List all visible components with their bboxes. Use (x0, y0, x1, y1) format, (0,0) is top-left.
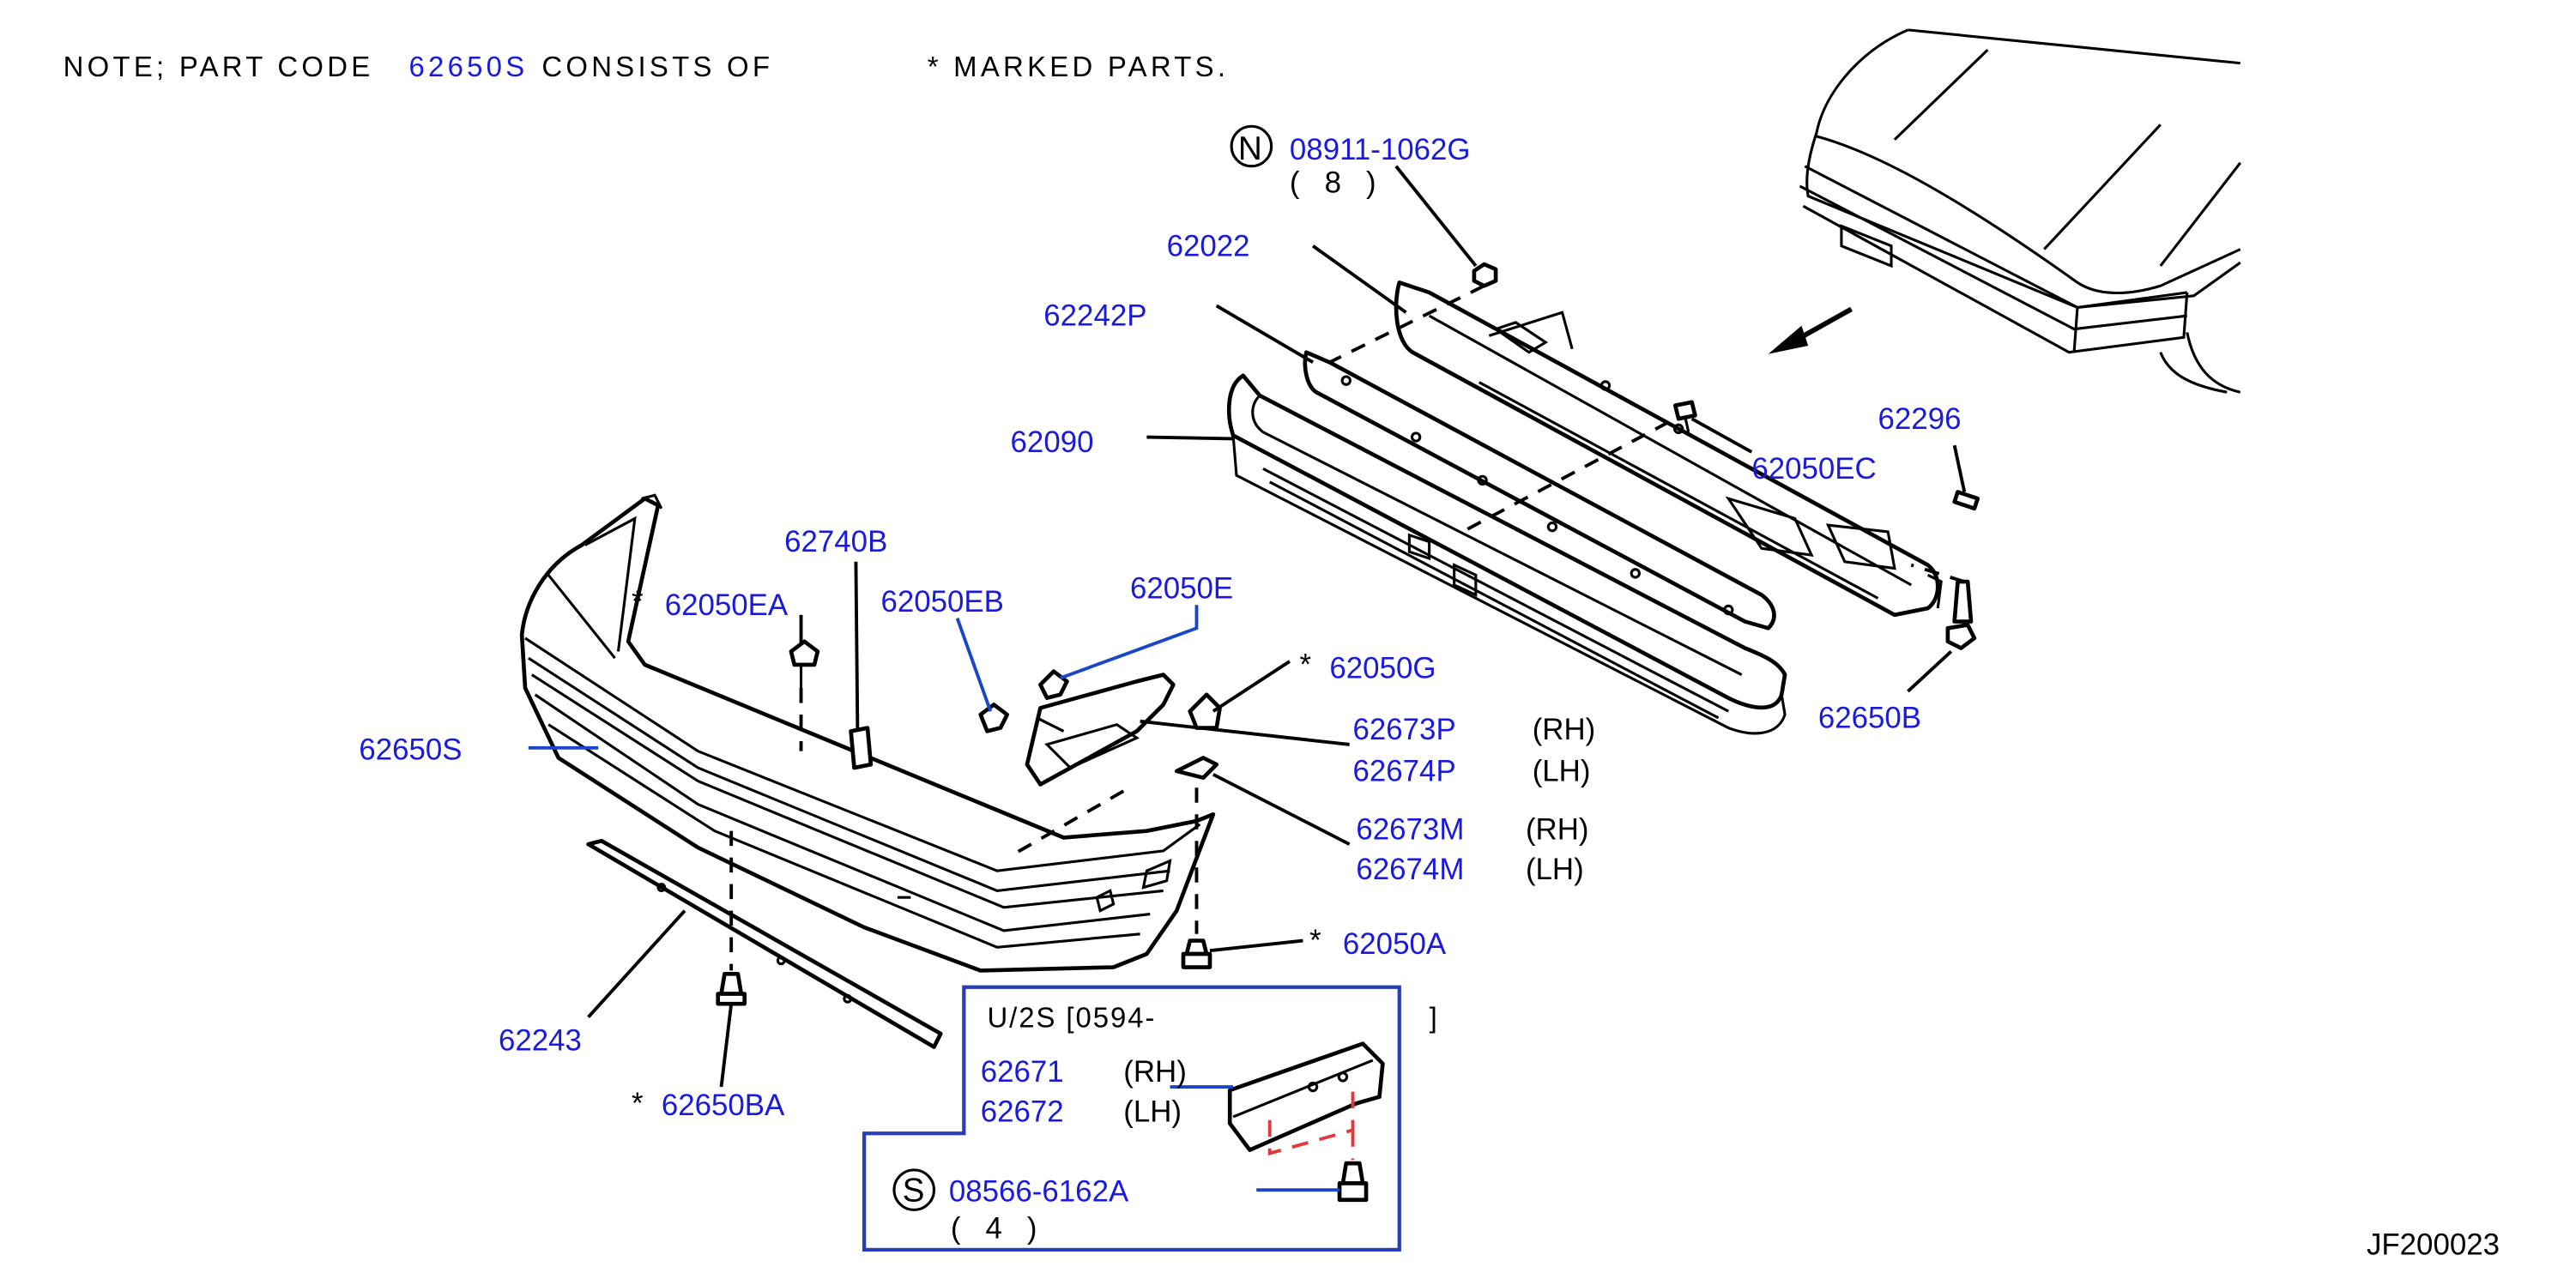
clip-62050EA[interactable] (789, 639, 820, 689)
inset-bracket-62671-62672[interactable] (1227, 1041, 1385, 1152)
bracket-62673P-62674P[interactable] (1025, 673, 1176, 787)
direction-arrow (1768, 306, 1853, 354)
dashed-guide (1013, 789, 1125, 856)
pin-62296[interactable] (1952, 490, 1980, 511)
lh-62674M: (LH) (1526, 853, 1584, 886)
dashed-guide (1461, 420, 1670, 534)
part-08911-1062G[interactable]: 08911-1062G (1290, 133, 1471, 166)
inset-lh: (LH) (1123, 1095, 1182, 1129)
part-62650B[interactable]: 62650B (1818, 702, 1921, 735)
inset-header-close: ] (1430, 1001, 1437, 1033)
part-62022[interactable]: 62022 (1167, 229, 1250, 262)
spacer-62673M-62674M[interactable] (1174, 756, 1219, 780)
inset-bolt-08566-6162A[interactable] (1337, 1161, 1369, 1203)
leader-lines (528, 165, 1967, 1192)
clip-62050EC[interactable] (1672, 400, 1697, 433)
part-62090[interactable]: 62090 (1011, 425, 1094, 459)
part-62242P[interactable]: 62242P (1043, 299, 1146, 333)
front-bumper-fascia-62090[interactable] (1226, 373, 1787, 735)
lh-62674P: (LH) (1533, 755, 1591, 788)
part-62673P[interactable]: 62673P (1353, 713, 1456, 746)
note-middle: CONSISTS OF (541, 51, 773, 82)
bolt-symbol: S (903, 1173, 925, 1210)
nut-symbol: N (1238, 130, 1262, 167)
part-62243[interactable]: 62243 (499, 1023, 582, 1057)
dashed-guide (1910, 563, 1965, 583)
diagram-id: JF200023 (2367, 1228, 2500, 1262)
inset-dashed-guide (1267, 1080, 1355, 1156)
bolt-symbol-circle (892, 1168, 936, 1211)
part-62050A[interactable]: 62050A (1343, 927, 1447, 961)
star-62050G: * (1300, 649, 1312, 682)
part-62050EB[interactable]: 62050EB (880, 585, 1003, 618)
inset-part-62671[interactable]: 62671 (981, 1055, 1064, 1089)
rh-62673M: (RH) (1526, 812, 1589, 846)
part-62674P[interactable]: 62674P (1353, 755, 1456, 788)
plate-62740B[interactable] (849, 726, 874, 770)
part-62050EC[interactable]: 62050EC (1751, 452, 1876, 486)
clip-62050EB[interactable] (978, 703, 1010, 733)
bolt-62650BA[interactable] (716, 971, 747, 1006)
dashed-guide (1328, 284, 1485, 365)
part-62050G[interactable]: 62050G (1329, 651, 1436, 685)
nut-qty: ( 8 ) (1290, 166, 1384, 200)
car-front-illustration (1799, 28, 2241, 394)
part-62674M[interactable]: 62674M (1356, 853, 1464, 886)
part-62050E[interactable]: 62050E (1130, 571, 1233, 605)
inset-border (862, 985, 1401, 1252)
rear-molding-62243[interactable] (586, 838, 943, 1049)
star-62050EA: * (632, 585, 644, 618)
inset-rh: (RH) (1123, 1055, 1187, 1089)
note-suffix: * MARKED PARTS. (928, 51, 1230, 82)
star-62650BA: * (632, 1087, 644, 1120)
inset-part-08566-6162A[interactable]: 08566-6162A (949, 1175, 1129, 1209)
part-62050EA[interactable]: 62050EA (665, 588, 789, 622)
rear-bumper-fascia-62650S[interactable] (519, 493, 1216, 973)
nut-08911-1062G[interactable] (1472, 262, 1498, 288)
bolt-62650B[interactable] (1945, 579, 1977, 650)
part-62650S[interactable]: 62650S (359, 733, 462, 766)
part-62650BA[interactable]: 62650BA (662, 1089, 785, 1122)
part-62673M[interactable]: 62673M (1356, 812, 1464, 846)
nut-symbol-circle (1230, 124, 1273, 168)
note-code-62650S[interactable]: 62650S (408, 51, 528, 82)
rh-62673P: (RH) (1533, 713, 1596, 746)
inset-part-62672[interactable]: 62672 (981, 1095, 1064, 1129)
part-62740B[interactable]: 62740B (784, 525, 887, 558)
inset-header: U/2S [0594- (987, 1001, 1156, 1033)
clip-62050G[interactable] (1188, 692, 1222, 730)
part-62296[interactable]: 62296 (1878, 402, 1962, 436)
star-62050A: * (1309, 924, 1321, 957)
inset-bolt-qty: ( 4 ) (951, 1211, 1045, 1245)
bolt-62050A[interactable] (1181, 938, 1212, 969)
note-prefix: NOTE; PART CODE (63, 51, 374, 82)
